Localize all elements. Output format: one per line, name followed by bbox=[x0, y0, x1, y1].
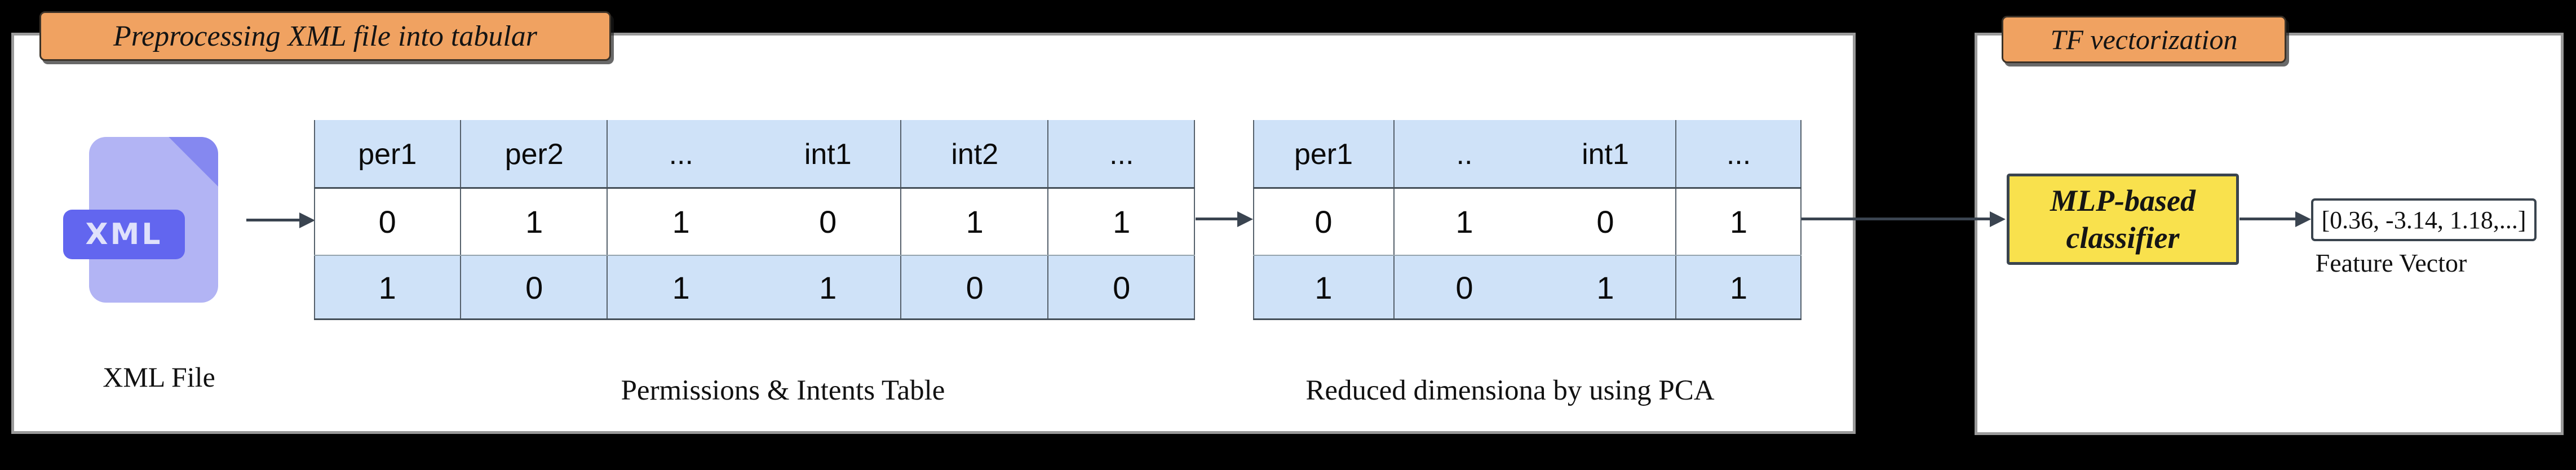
table1-gridline bbox=[900, 120, 901, 320]
table1-cell: 1 bbox=[754, 255, 901, 320]
feature-vector-value: [0.36, -3.14, 1.18,...] bbox=[2321, 206, 2526, 234]
table1-header-cell: per2 bbox=[461, 120, 608, 188]
table2-header-cell: ... bbox=[1676, 120, 1802, 188]
table1-cell: 1 bbox=[608, 255, 755, 320]
table2-cell: 0 bbox=[1394, 255, 1535, 320]
table2-cell: 0 bbox=[1535, 188, 1676, 255]
table2-cell: 1 bbox=[1535, 255, 1676, 320]
table2-gridline bbox=[1253, 255, 1802, 256]
table2-cell: 1 bbox=[1394, 188, 1535, 255]
permissions-intents-table: per1 per2 ... int1 int2 ... 0 1 1 0 1 1 … bbox=[314, 120, 1195, 320]
mlp-classifier-line1: MLP-based bbox=[2050, 184, 2196, 218]
table2-cell: 1 bbox=[1253, 255, 1394, 320]
xml-file-caption: XML File bbox=[103, 361, 215, 393]
table1-cell: 0 bbox=[754, 188, 901, 255]
table2-header-cell: .. bbox=[1394, 120, 1535, 188]
table1-caption: Permissions & Intents Table bbox=[621, 375, 945, 406]
table2-gridline bbox=[1253, 120, 1254, 320]
table1-cell: 0 bbox=[314, 188, 461, 255]
table1-cell: 0 bbox=[901, 255, 1048, 320]
table1-gridline bbox=[314, 120, 315, 320]
table1-cell: 0 bbox=[1048, 255, 1195, 320]
xml-file-icon: XML bbox=[63, 137, 218, 303]
table1-gridline bbox=[314, 255, 1195, 256]
table1-cell: 1 bbox=[314, 255, 461, 320]
table2-header-cell: int1 bbox=[1535, 120, 1676, 188]
table2-gridline bbox=[1675, 120, 1676, 320]
arrowhead-table1-to-table2-icon bbox=[1237, 211, 1253, 227]
table1-cell: 1 bbox=[901, 188, 1048, 255]
preprocessing-badge: Preprocessing XML file into tabular bbox=[39, 11, 611, 61]
table2-gridline bbox=[1253, 187, 1802, 189]
table2-gridline bbox=[1253, 318, 1802, 320]
table1-cell: 1 bbox=[608, 188, 755, 255]
preprocessing-badge-label: Preprocessing XML file into tabular bbox=[113, 20, 538, 52]
arrow-table1-to-table2 bbox=[1196, 218, 1238, 220]
mlp-classifier-line2: classifier bbox=[2066, 221, 2180, 255]
arrow-classifier-to-feature bbox=[2239, 218, 2296, 220]
table1-gridline bbox=[460, 120, 461, 320]
table1-gridline bbox=[314, 187, 1195, 189]
mlp-classifier-box: MLP-based classifier bbox=[2007, 174, 2239, 265]
table1-header-cell: per1 bbox=[314, 120, 461, 188]
arrowhead-table2-to-classifier-icon bbox=[1990, 211, 2006, 227]
table1-gridline bbox=[607, 120, 608, 320]
table1-gridline bbox=[1047, 120, 1048, 320]
arrow-table2-to-classifier bbox=[1802, 218, 1991, 220]
table2-gridline bbox=[1393, 120, 1395, 320]
arrow-xml-to-table1 bbox=[246, 219, 300, 221]
table2-cell: 0 bbox=[1253, 188, 1394, 255]
arrowhead-classifier-to-feature-icon bbox=[2295, 211, 2311, 227]
tf-vectorization-badge: TF vectorization bbox=[2002, 16, 2286, 63]
table1-gridline bbox=[1194, 120, 1195, 320]
table1-cell: 0 bbox=[461, 255, 608, 320]
table1-cell: 1 bbox=[1048, 188, 1195, 255]
table1-header-cell: ... bbox=[1048, 120, 1195, 188]
pca-reduced-table: per1 .. int1 ... 0 1 0 1 1 0 1 1 bbox=[1253, 120, 1802, 320]
table1-header-cell: int2 bbox=[901, 120, 1048, 188]
table2-cell: 1 bbox=[1676, 255, 1802, 320]
table2-cell: 1 bbox=[1676, 188, 1802, 255]
arrowhead-xml-to-table1-icon bbox=[299, 212, 315, 228]
table1-header-cell: ... bbox=[608, 120, 755, 188]
feature-vector-caption: Feature Vector bbox=[2315, 249, 2467, 277]
feature-vector-box: [0.36, -3.14, 1.18,...] bbox=[2311, 198, 2537, 241]
table1-gridline bbox=[314, 318, 1195, 320]
table2-caption: Reduced dimensiona by using PCA bbox=[1305, 375, 1715, 406]
table1-header-cell: int1 bbox=[754, 120, 901, 188]
table2-header-cell: per1 bbox=[1253, 120, 1394, 188]
table2-gridline bbox=[1800, 120, 1802, 320]
table1-cell: 1 bbox=[461, 188, 608, 255]
xml-icon-label: XML bbox=[63, 210, 185, 259]
tf-vectorization-badge-label: TF vectorization bbox=[2050, 24, 2238, 55]
